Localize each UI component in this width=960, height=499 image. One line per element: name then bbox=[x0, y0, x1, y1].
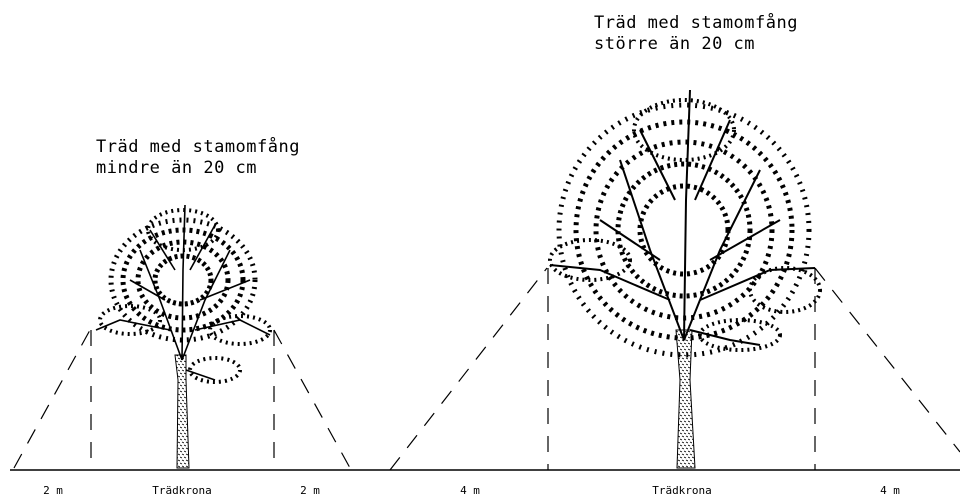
small-tree-title-line2: mindre än 20 cm bbox=[96, 158, 258, 178]
small-tree-dim-right: 2 m bbox=[300, 484, 320, 497]
small-tree-icon bbox=[95, 204, 272, 469]
large-tree-title: Träd med stamomfång större än 20 cm bbox=[594, 13, 798, 55]
large-tree-protection-zone bbox=[389, 267, 960, 471]
small-tree-title-line1: Träd med stamomfång bbox=[96, 137, 300, 157]
large-tree-title-line2: större än 20 cm bbox=[594, 34, 756, 54]
large-tree-title-line1: Träd med stamomfång bbox=[594, 13, 798, 33]
small-tree-dim-left: 2 m bbox=[43, 484, 63, 497]
small-tree-protection-zone bbox=[13, 329, 351, 470]
large-tree-dim-crown: Trädkrona bbox=[652, 484, 712, 497]
large-tree-dim-left: 4 m bbox=[460, 484, 480, 497]
small-tree-dim-crown: Trädkrona bbox=[152, 484, 212, 497]
small-tree-title: Träd med stamomfång mindre än 20 cm bbox=[96, 137, 300, 179]
large-tree-dim-right: 4 m bbox=[880, 484, 900, 497]
large-tree-icon bbox=[548, 89, 822, 469]
